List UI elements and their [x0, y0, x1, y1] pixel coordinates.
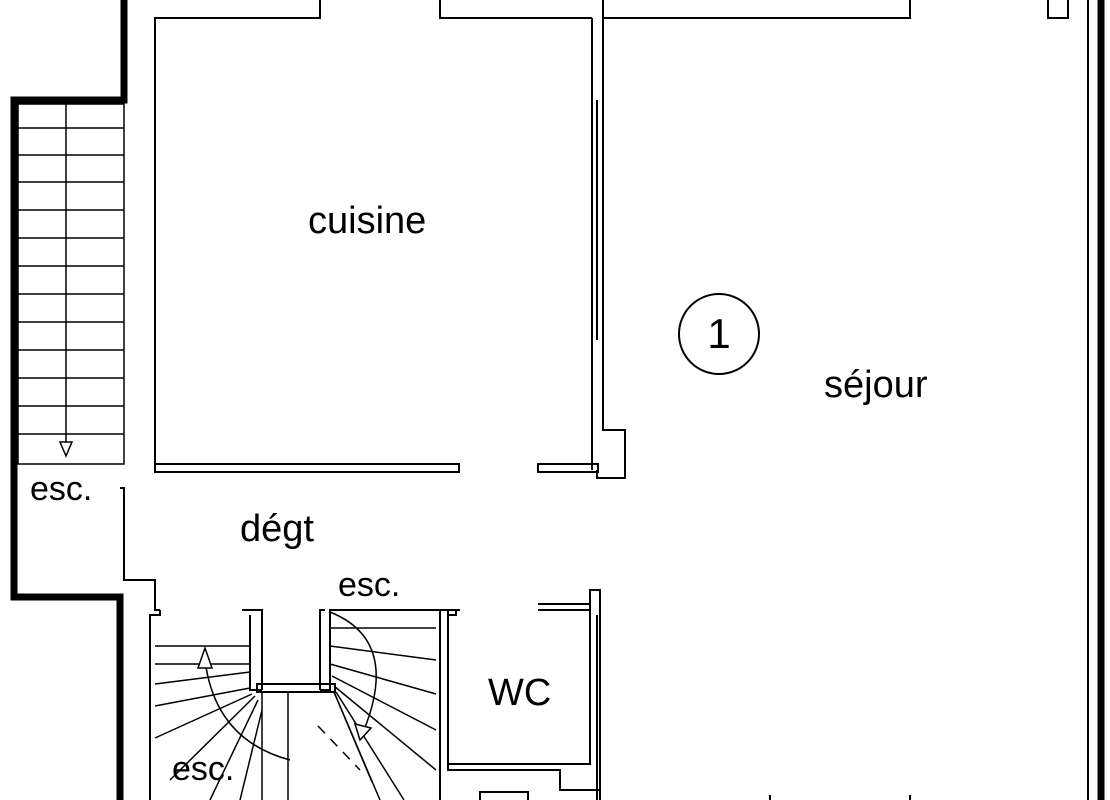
- stair-left-arrow-icon: [58, 441, 74, 458]
- stair-label-left: esc.: [30, 470, 93, 508]
- stair-label-bottom-left: esc.: [172, 750, 235, 788]
- marker-number: 1: [707, 310, 731, 357]
- exterior-walls: [10, 0, 1105, 800]
- stair-bottom-left-arrow-icon: [196, 645, 214, 669]
- room-label-wc: WC: [488, 672, 552, 714]
- stair-label-middle: esc.: [338, 566, 401, 604]
- exterior-wall-left: [10, 0, 128, 800]
- stair-bottom-left: [154, 645, 291, 800]
- room-label-degt: dégt: [240, 508, 314, 550]
- room-label-cuisine: cuisine: [308, 200, 427, 242]
- stair-middle-arrow-icon: [353, 722, 373, 742]
- interior-walls: [120, 0, 1089, 800]
- stair-left: [17, 103, 125, 465]
- room-label-sejour: séjour: [824, 364, 928, 406]
- marker-circle: [678, 293, 760, 375]
- stair-middle: [317, 611, 437, 800]
